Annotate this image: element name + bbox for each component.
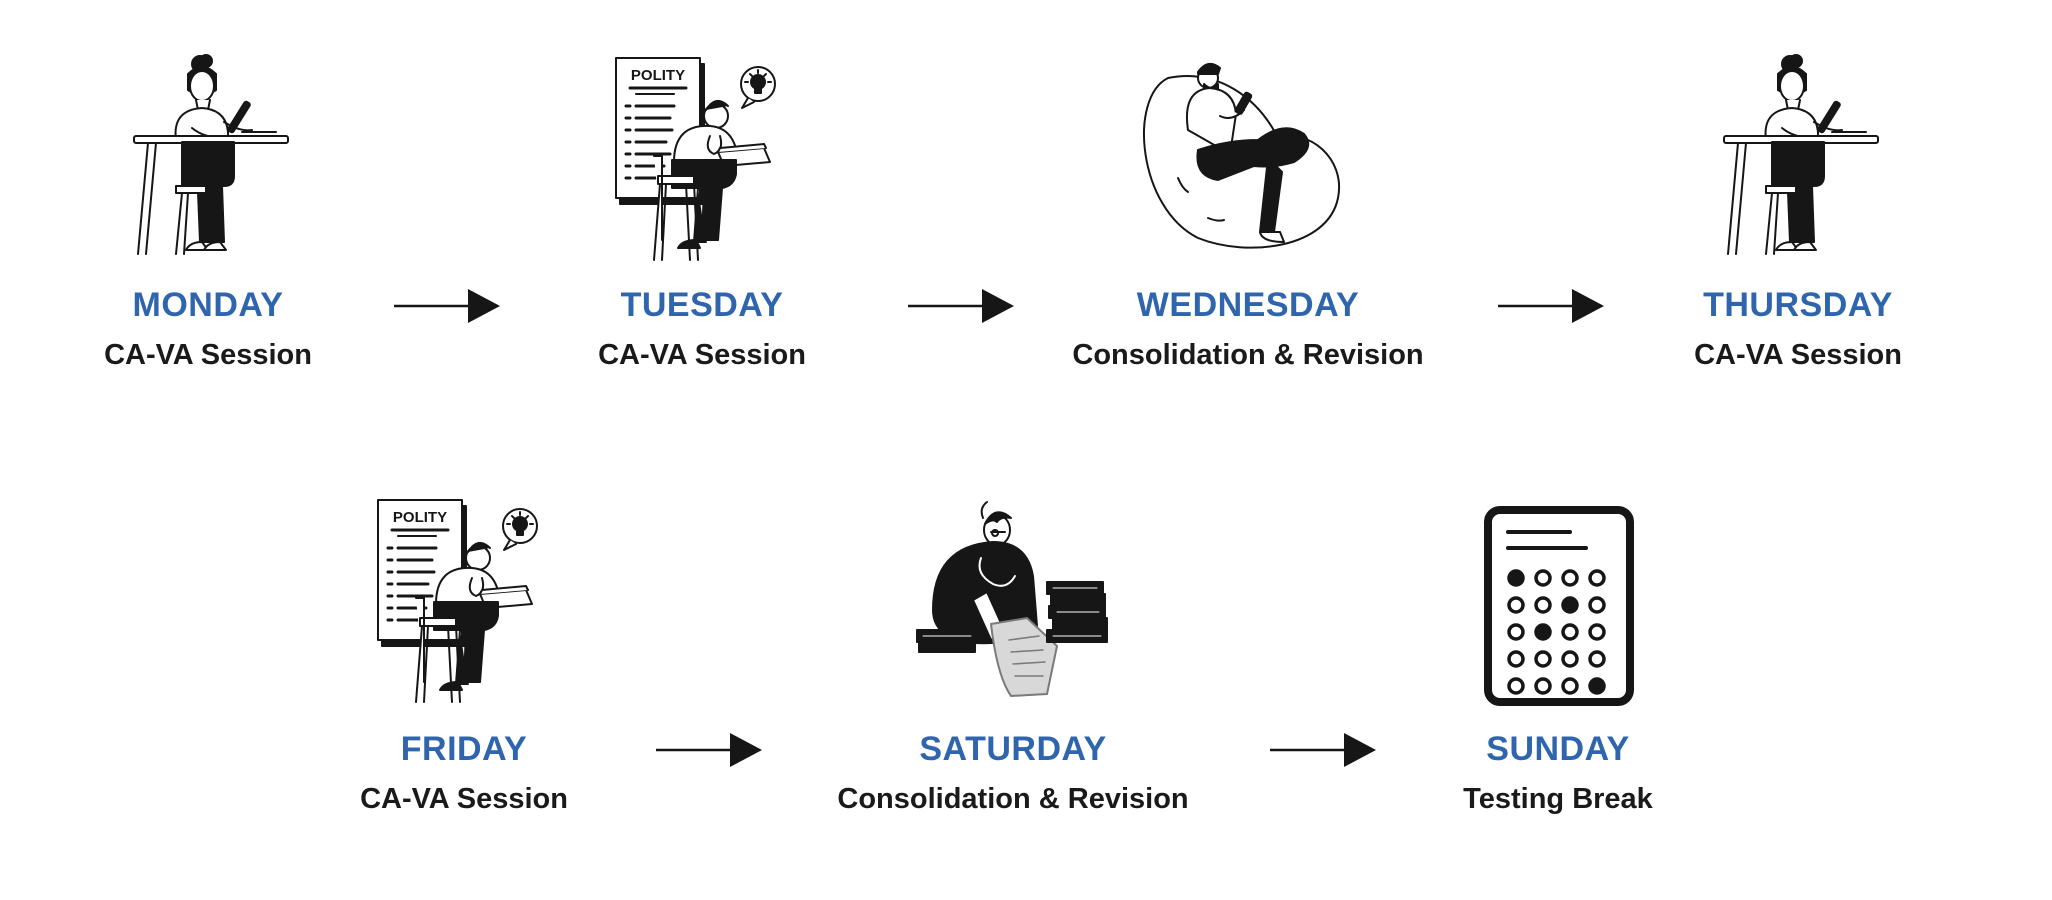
activity-label: CA-VA Session [360,783,568,815]
step-friday: FRIDAY CA-VA Session [256,440,672,840]
student-writing-at-desk-icon [130,52,290,262]
day-label: MONDAY [132,286,284,324]
step-tuesday: TUESDAY CA-VA Session [494,0,910,380]
arrow-right-icon [656,733,762,767]
studying-polity-icon [376,498,546,708]
day-label: THURSDAY [1703,286,1893,324]
activity-label: Testing Break [1463,783,1653,815]
step-monday: MONDAY CA-VA Session [0,0,416,380]
activity-label: Consolidation & Revision [1072,339,1424,371]
activity-label: CA-VA Session [104,339,312,371]
reading-with-books-icon [913,500,1123,700]
arrow-right-icon [1498,289,1604,323]
step-saturday: SATURDAY Consolidation & Revision [793,440,1233,840]
day-label: FRIDAY [400,730,528,768]
answer-sheet-icon [1484,506,1634,706]
activity-label: Consolidation & Revision [837,783,1189,815]
studying-polity-icon [614,56,784,266]
step-wednesday: WEDNESDAY Consolidation & Revision [1028,0,1468,380]
day-label: TUESDAY [620,286,784,324]
step-sunday: SUNDAY Testing Break [1350,440,1766,840]
arrow-right-icon [908,289,1014,323]
day-label: SATURDAY [919,730,1107,768]
activity-label: CA-VA Session [598,339,806,371]
relaxing-on-bean-bag-icon [1138,58,1348,258]
day-label: WEDNESDAY [1136,286,1360,324]
step-thursday: THURSDAY CA-VA Session [1590,0,2006,380]
student-writing-at-desk-icon [1720,52,1880,262]
arrow-right-icon [394,289,500,323]
day-label: SUNDAY [1486,730,1630,768]
activity-label: CA-VA Session [1694,339,1902,371]
